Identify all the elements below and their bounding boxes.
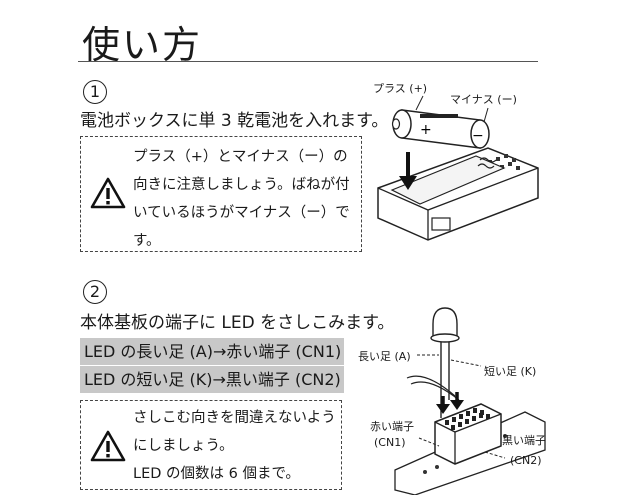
led-board-illustration: [394, 307, 546, 495]
step-1-warning-box: プラス（+）とマイナス（ー）の 向きに注意しましょう。ばねが付 いているほうがマ…: [80, 136, 362, 252]
cn1-label: (CN1): [374, 436, 406, 449]
plus-label: プラス (+): [373, 82, 428, 95]
long-leg-label: 長い足 (A): [358, 350, 411, 363]
warning-icon: [90, 430, 126, 462]
battery-box-illustration: + −: [377, 95, 539, 241]
highlight-long-leg: LED の長い足 (A)→赤い端子 (CN1): [80, 338, 344, 365]
battery-minus-mark: −: [472, 128, 484, 144]
warning-line: いているほうがマイナス（ー）で: [133, 205, 350, 221]
highlight-short-leg: LED の短い足 (K)→黒い端子 (CN2): [80, 366, 344, 393]
step-2-instruction: 本体基板の端子に LED をさしこみます。: [80, 313, 395, 333]
step-1-number: 1: [83, 80, 107, 104]
step-2-number: 2: [83, 280, 107, 304]
warning-line: 向きに注意しましょう。ばねが付: [133, 177, 350, 193]
warning-line: LED の個数は 6 個まで。: [133, 466, 300, 482]
red-terminal-label: 赤い端子: [370, 420, 414, 433]
step-1-warning-text: プラス（+）とマイナス（ー）の 向きに注意しましょう。ばねが付 いているほうがマ…: [133, 143, 350, 255]
page-title: 使い方: [82, 23, 203, 67]
step-1-instruction: 電池ボックスに単 3 乾電池を入れます。: [80, 111, 389, 131]
short-leg-label: 短い足 (K): [484, 365, 537, 378]
battery-plus-mark: +: [420, 122, 432, 138]
warning-line: にしましょう。: [133, 438, 234, 454]
step-2-warning-box: さしこむ向きを間違えないよう にしましょう。 LED の個数は 6 個まで。: [80, 400, 342, 490]
cn2-label: (CN2): [510, 454, 542, 467]
black-terminal-label: 黒い端子: [502, 434, 546, 447]
warning-line: さしこむ向きを間違えないよう: [133, 410, 336, 426]
warning-line: す。: [133, 233, 161, 249]
step-2-warning-text: さしこむ向きを間違えないよう にしましょう。 LED の個数は 6 個まで。: [133, 404, 336, 488]
warning-icon: [90, 177, 126, 209]
title-divider: [78, 61, 538, 62]
warning-line: プラス（+）とマイナス（ー）の: [133, 149, 348, 165]
minus-label: マイナス (ー): [450, 93, 517, 106]
